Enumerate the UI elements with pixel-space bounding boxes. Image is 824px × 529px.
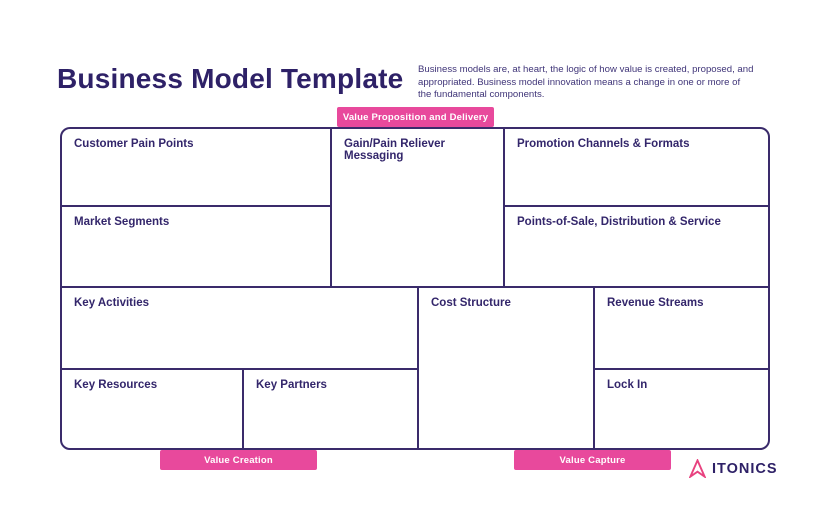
cell-label: Market Segments bbox=[74, 216, 170, 228]
cell-label: Lock In bbox=[607, 379, 648, 391]
business-model-canvas: Customer Pain Points Market Segments Gai… bbox=[60, 127, 770, 450]
cell-label: Key Partners bbox=[256, 379, 327, 391]
cell-promotion-channels-formats: Promotion Channels & Formats bbox=[505, 129, 768, 207]
cell-label: Promotion Channels & Formats bbox=[517, 138, 690, 150]
banner-label: Value Proposition and Delivery bbox=[342, 111, 489, 123]
cell-market-segments: Market Segments bbox=[62, 207, 332, 288]
cell-revenue-streams: Revenue Streams bbox=[595, 288, 768, 370]
cell-label: Points-of-Sale, Distribution & Service bbox=[517, 216, 721, 228]
banner-value-capture: Value Capture bbox=[514, 450, 671, 470]
cell-key-resources: Key Resources bbox=[62, 370, 244, 448]
cell-label: Key Resources bbox=[74, 379, 158, 391]
cell-customer-pain-points: Customer Pain Points bbox=[62, 129, 332, 207]
cell-key-partners: Key Partners bbox=[244, 370, 419, 448]
cell-points-of-sale-distribution-service: Points-of-Sale, Distribution & Service bbox=[505, 207, 768, 288]
banner-value-creation: Value Creation bbox=[160, 450, 317, 470]
itonics-logo: ITONICS bbox=[689, 459, 778, 478]
cell-label: Cost Structure bbox=[431, 297, 511, 309]
banner-label: Value Capture bbox=[559, 454, 626, 466]
itonics-arrow-icon bbox=[689, 459, 706, 478]
itonics-logo-text: ITONICS bbox=[712, 460, 778, 477]
cell-cost-structure: Cost Structure bbox=[419, 288, 595, 448]
cell-key-activities: Key Activities bbox=[62, 288, 419, 370]
cell-lock-in: Lock In bbox=[595, 370, 768, 448]
page-title: Business Model Template bbox=[57, 63, 404, 94]
cell-label: Key Activities bbox=[74, 297, 149, 309]
cell-gain-pain-reliever-messaging: Gain/Pain Reliever Messaging bbox=[332, 129, 505, 288]
page-description: Business models are, at heart, the logic… bbox=[418, 64, 754, 101]
cell-label: Revenue Streams bbox=[607, 297, 704, 309]
cell-label: Gain/Pain Reliever Messaging bbox=[344, 138, 445, 162]
banner-label: Value Creation bbox=[204, 454, 273, 466]
cell-label: Customer Pain Points bbox=[74, 138, 194, 150]
banner-value-proposition-and-delivery: Value Proposition and Delivery bbox=[337, 107, 494, 127]
